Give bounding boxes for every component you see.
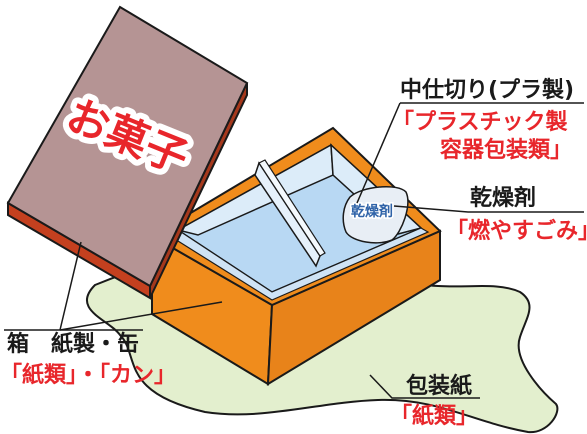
- desiccant-packet: [342, 186, 409, 244]
- tray-category-line1: 「プラスチック製: [392, 110, 568, 135]
- desiccant-category-label: 「燃やすごみ」: [446, 219, 587, 244]
- wrap-name-label: 包装紙: [406, 374, 473, 399]
- leader-lines: [4, 102, 584, 399]
- tray-divider-top: [258, 159, 326, 257]
- box-category-label: 「紙類」・「カン」: [0, 363, 177, 388]
- desiccant-name-label: 乾燥剤: [470, 186, 537, 211]
- wrap-category-label: 「紙類」: [390, 404, 479, 429]
- wrap-leader: [369, 374, 480, 399]
- box-name-label: 箱 紙製・缶: [7, 332, 140, 357]
- tray-category-line2: 容器包装類」: [440, 138, 573, 163]
- tray-name-label: 中仕切り(プラ製): [400, 78, 575, 103]
- lid-top: [6, 5, 249, 288]
- desiccant-leader: [393, 205, 584, 213]
- desiccant-packet-text: 乾燥剤: [351, 203, 393, 220]
